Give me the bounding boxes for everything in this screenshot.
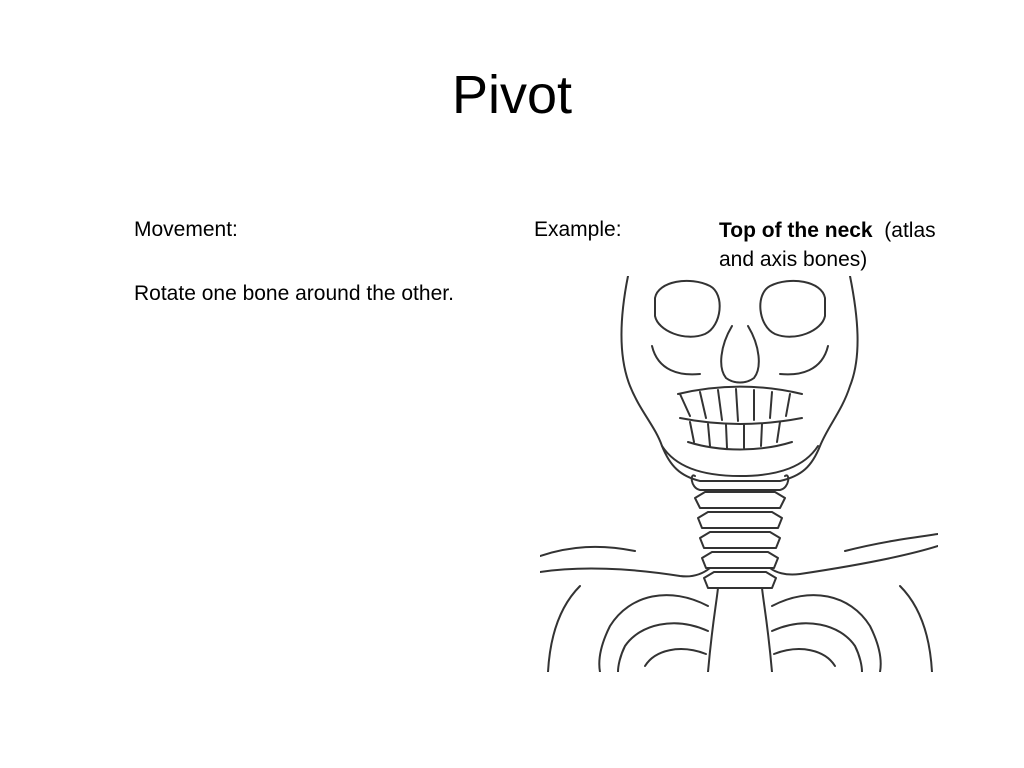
slide-title: Pivot	[451, 65, 573, 125]
example-bold-text: Top of the neck	[719, 219, 873, 242]
left-clavicle	[540, 567, 711, 578]
vertebra-4	[699, 531, 781, 549]
skeleton-neck-illustration	[540, 276, 938, 672]
right-rib-2	[771, 622, 863, 672]
jaw	[661, 445, 819, 477]
vertebra-5	[701, 551, 779, 569]
right-rib-1	[771, 594, 882, 672]
movement-description: Rotate one bone around the other.	[134, 282, 454, 305]
left-rib-2	[617, 622, 709, 672]
right-eye-socket	[759, 279, 826, 338]
example-rest-text: (atlas and axis bones)	[719, 219, 936, 271]
nose-cavity	[720, 325, 760, 384]
movement-heading: Movement:	[134, 218, 238, 241]
vertebra-1	[690, 474, 790, 491]
example-description: Top of the neck (atlas and axis bones)	[719, 216, 969, 274]
example-heading: Example:	[534, 218, 622, 241]
lower-teeth	[687, 421, 793, 451]
upper-teeth	[677, 385, 803, 425]
vertebra-2	[694, 491, 786, 509]
sternum	[707, 587, 773, 672]
right-clavicle	[769, 545, 938, 576]
left-eye-socket	[654, 279, 721, 338]
left-rib-1	[598, 594, 709, 672]
vertebra-6	[703, 571, 777, 589]
left-rib-3	[644, 648, 707, 667]
vertebra-3	[697, 511, 783, 529]
skull-outline	[620, 276, 859, 482]
right-rib-3	[773, 648, 836, 667]
